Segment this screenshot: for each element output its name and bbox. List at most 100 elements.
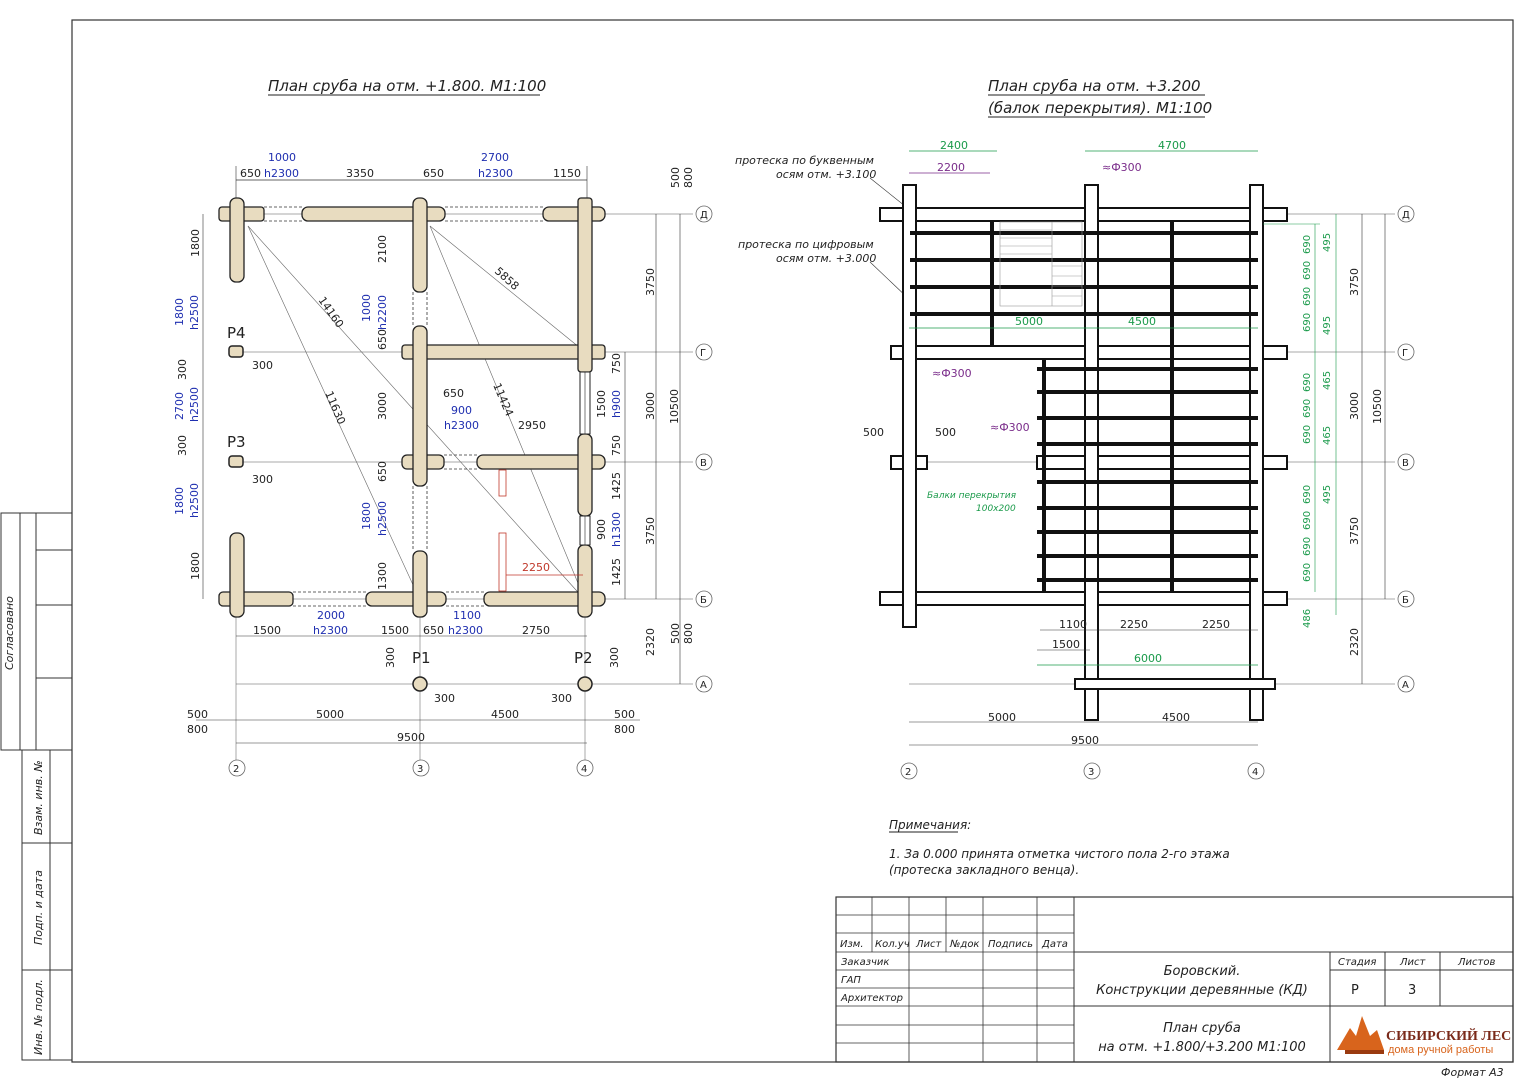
bottom-total-500-r: 500 [614, 708, 635, 721]
axis-g-left: Г [700, 348, 706, 359]
top-dim-3350: 3350 [346, 167, 374, 180]
g-690-11: 690 [1302, 563, 1313, 582]
diag-11630: 11630 [322, 389, 348, 426]
g-465-1: 465 [1322, 371, 1333, 390]
inner-1800: 1800 [360, 502, 373, 530]
g-690-6: 690 [1302, 399, 1313, 418]
bottom-total-9500: 9500 [397, 731, 425, 744]
callout-2b: осям отм. +3.000 [776, 252, 876, 265]
inv-vzam-label: Взам. инв. № [32, 760, 45, 835]
rp-top-4700: 4700 [1158, 139, 1186, 152]
callout-2: протеска по цифровым [738, 238, 874, 251]
right-750-b: 750 [610, 435, 623, 456]
right-10500: 10500 [668, 389, 681, 424]
p4-dim: 300 [252, 359, 273, 372]
bottom-1500-b: 1500 [381, 624, 409, 637]
format-label: Формат А3 [1441, 1066, 1504, 1079]
g-690-1: 690 [1302, 235, 1313, 254]
bottom-2750: 2750 [522, 624, 550, 637]
rp-diam-3: ≈Ф300 [990, 421, 1030, 434]
top-dim-650-a: 650 [240, 167, 261, 180]
inner-650-a: 650 [376, 329, 389, 350]
bottom-total-800-r: 800 [614, 723, 635, 736]
left-blue-h2500-c: h2500 [188, 483, 201, 518]
notes-line-1: 1. За 0.000 принята отметка чистого пола… [889, 847, 1230, 861]
rp-bottom-2250-b: 2250 [1202, 618, 1230, 631]
left-blue-h2500-a: h2500 [188, 295, 201, 330]
tb-sheets-label: Листов [1457, 957, 1495, 968]
left-plan: План сруба на отм. +1.800. М1:100 1000 h… [173, 77, 713, 777]
bottom-1100: 1100 [453, 609, 481, 622]
callout-1: протеска по буквенным [735, 154, 874, 167]
rp-diam-1: ≈Ф300 [1102, 161, 1142, 174]
inner-h2500: h2500 [376, 501, 389, 536]
notes: Примечания: 1. За 0.000 принята отметка … [889, 818, 1230, 877]
inner-1300: 1300 [376, 562, 389, 590]
tb-sheet-title-1: План сруба [1163, 1021, 1241, 1036]
right-plan: План сруба на отм. +3.200 (балок перекры… [735, 77, 1415, 780]
top-dim-1150: 1150 [553, 167, 581, 180]
agreed-label: Согласовано [3, 596, 16, 670]
tb-project-1: Боровский. [1164, 964, 1241, 979]
g-690-3: 690 [1302, 287, 1313, 306]
rp-beam-label-2: 100х200 [976, 504, 1016, 514]
bottom-h2300-a: h2300 [313, 624, 348, 637]
tb-h-list: Лист [915, 939, 943, 950]
g-690-7: 690 [1302, 425, 1313, 444]
tb-h-koluch: Кол.уч [875, 939, 910, 950]
axis-2-left: 2 [233, 764, 239, 775]
logo-icon [1337, 1016, 1384, 1054]
axis-3-right: 3 [1088, 767, 1094, 778]
g-495-1: 495 [1322, 233, 1333, 252]
pillar-p2: P2 [574, 649, 593, 667]
rp-bottom-total-9500: 9500 [1071, 734, 1099, 747]
tb-stage: Р [1351, 983, 1359, 998]
tb-role-zakazchik: Заказчик [841, 957, 889, 968]
rp-right-10500: 10500 [1371, 389, 1384, 424]
tb-sheet-title-2: на отм. +1.800/+3.200 М1:100 [1098, 1040, 1306, 1055]
g-690-5: 690 [1302, 373, 1313, 392]
right-top-500: 500 [669, 167, 682, 188]
right-plan-title-2: (балок перекрытия). М1:100 [988, 99, 1212, 117]
bottom-total-500-l: 500 [187, 708, 208, 721]
axis-b-left: Б [700, 595, 707, 606]
logo-main-text: СИБИРСКИЙ ЛЕС [1386, 1027, 1511, 1044]
p2-dim-v: 300 [608, 647, 621, 668]
axis-v-left: В [700, 458, 707, 469]
axis-g-right: Г [1402, 348, 1408, 359]
bottom-2000: 2000 [317, 609, 345, 622]
top-dim-blue-h2300-a: h2300 [264, 167, 299, 180]
rp-mid-4500: 4500 [1128, 315, 1156, 328]
axis-b-right: Б [1402, 595, 1409, 606]
axis-3-left: 3 [417, 764, 423, 775]
left-blue-1800-a: 1800 [173, 298, 186, 326]
bottom-total-5000: 5000 [316, 708, 344, 721]
axis-d-left: Д [700, 210, 708, 221]
inv-podl-label: Инв. № подл. [32, 979, 45, 1055]
right-1425-b: 1425 [610, 558, 623, 586]
bottom-total-800-l: 800 [187, 723, 208, 736]
rp-mid-5000: 5000 [1015, 315, 1043, 328]
rp-side-500-b: 500 [935, 426, 956, 439]
sign-date-label: Подп. и дата [32, 870, 45, 945]
axis-2-right: 2 [905, 767, 911, 778]
right-plan-title-1: План сруба на отм. +3.200 [988, 77, 1201, 95]
g-495-3: 495 [1322, 485, 1333, 504]
right-3750-a: 3750 [644, 268, 657, 296]
pillar-p4: P4 [227, 324, 246, 342]
logo-sub-text: дома ручной работы [1388, 1044, 1493, 1056]
left-dim-2100: 2100 [376, 235, 389, 263]
pillar-p1: P1 [412, 649, 431, 667]
g-486: 486 [1302, 609, 1313, 628]
right-h1300: h1300 [610, 512, 623, 547]
rp-right-2320: 2320 [1348, 628, 1361, 656]
top-dim-blue-2700: 2700 [481, 151, 509, 164]
notes-heading: Примечания: [889, 818, 971, 832]
axis-a-right: А [1402, 680, 1409, 691]
g-495-2: 495 [1322, 316, 1333, 335]
callout-1b: осям отм. +3.100 [776, 168, 876, 181]
rp-bottom-total-5000: 5000 [988, 711, 1016, 724]
p1-dim-v: 300 [384, 647, 397, 668]
inner-650-c: 650 [376, 461, 389, 482]
inner-2950: 2950 [518, 419, 546, 432]
